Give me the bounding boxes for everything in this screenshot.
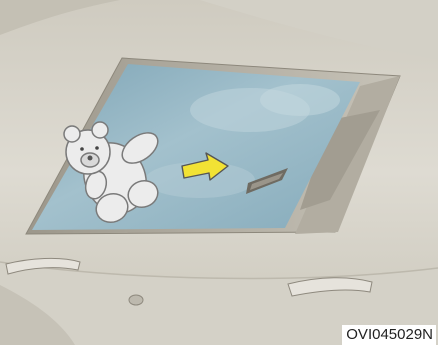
glass-cloud xyxy=(260,84,340,116)
figure-caption: OVI045029N xyxy=(342,325,436,345)
dome-light xyxy=(129,295,143,305)
